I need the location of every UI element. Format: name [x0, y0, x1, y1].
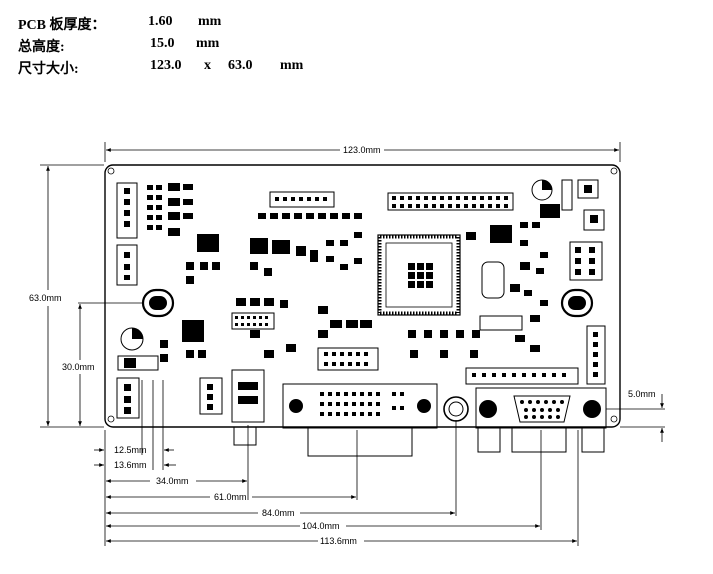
small-ic: [231, 312, 275, 330]
spec-size-sep: x: [204, 58, 211, 73]
mount-hole-bl: [107, 415, 115, 423]
spec-size-value2: 63.0: [228, 58, 253, 73]
dim-total-width: 123.0mm: [343, 145, 381, 155]
spec-height-label: 总高度:: [18, 40, 65, 55]
mount-hole-tr: [610, 167, 618, 175]
dim-d1: 12.5mm: [114, 445, 147, 455]
mount-hole-tl: [107, 167, 115, 175]
dim-total-height: 63.0mm: [29, 293, 62, 303]
lvds-header: [387, 192, 514, 211]
dim-d6: 104.0mm: [302, 521, 340, 531]
dim-right-offset: 5.0mm: [628, 389, 656, 399]
header-connector-right: [569, 241, 606, 385]
oval-hole-right: [560, 288, 594, 318]
top-connector: [258, 191, 362, 219]
main-ic: [377, 234, 461, 316]
component-cluster-topleft: [147, 183, 193, 236]
dim-hole-height: 30.0mm: [62, 362, 95, 372]
component-cluster-right: [466, 222, 548, 352]
mount-hole-br: [610, 415, 618, 423]
header-connector-left: [116, 182, 138, 286]
dvi-connector: [282, 383, 438, 457]
spec-height-value: 15.0: [150, 36, 175, 51]
spec-thickness-label: PCB 板厚度：: [18, 18, 106, 33]
spec-size-label: 尺寸大小:: [18, 62, 79, 77]
dimension-lines: [40, 142, 665, 546]
dim-d2: 13.6mm: [114, 460, 147, 470]
vga-connector: [475, 387, 607, 453]
dim-d7: 113.6mm: [320, 536, 357, 546]
power-jack: [231, 369, 265, 446]
header-connector-keypad: [465, 315, 579, 385]
spec-size-value1: 123.0: [150, 58, 182, 73]
regulator: [531, 179, 605, 231]
spec-thickness-unit: mm: [198, 14, 222, 29]
spec-size-unit: mm: [280, 58, 304, 73]
header-connector-lowerleft: [116, 377, 223, 419]
spec-thickness-value: 1.60: [148, 14, 173, 29]
capacitor-left: [120, 327, 144, 351]
component-cluster-lowerleft: [117, 320, 206, 371]
dim-d3: 34.0mm: [156, 476, 189, 486]
header-connector-middle: [317, 347, 379, 371]
crystal: [481, 261, 505, 299]
spec-height-unit: mm: [196, 36, 220, 51]
dim-d5: 84.0mm: [262, 508, 295, 518]
component-cluster-middle: [186, 232, 480, 358]
dim-d4: 61.0mm: [214, 492, 247, 502]
